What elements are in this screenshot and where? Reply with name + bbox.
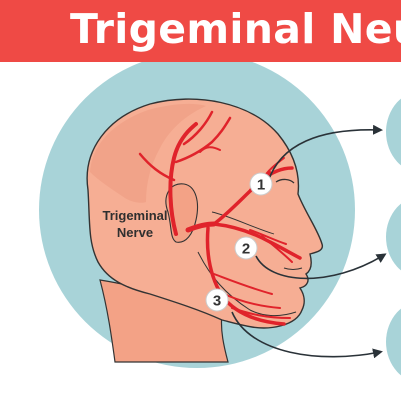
nerve-upper-twig-d: [199, 146, 221, 153]
cheek-line: [211, 211, 275, 235]
curved-arrow-icon: [267, 124, 383, 183]
branch-number: 1: [257, 177, 265, 194]
trigeminal-diagram: 1 2 3 Trigeminal Nerve: [0, 62, 401, 400]
nerve-trunk: [185, 221, 217, 233]
nerve-mandibular-twig-a: [213, 273, 273, 295]
nerve-upper-twig-a: [138, 152, 176, 182]
curved-arrow-icon: [255, 253, 387, 280]
info-cards: [386, 98, 401, 376]
nerve-label-line1: Trigeminal: [102, 208, 167, 223]
branch-number: 3: [213, 293, 221, 310]
info-card-3: [386, 308, 401, 376]
connector-arrows: [231, 124, 387, 359]
curved-arrow-icon: [231, 311, 383, 359]
branch-badge-1: 1: [249, 172, 273, 196]
nerve-maxillary-twig-b: [261, 235, 293, 263]
head-illustration: [86, 98, 324, 363]
hair-shade: [90, 103, 206, 203]
nerve-upper: [168, 122, 198, 236]
branch-badge-2: 2: [234, 236, 258, 260]
info-card-1: [386, 98, 401, 166]
branch-number: 2: [242, 241, 250, 258]
page-title: Trigeminal Neu: [70, 5, 401, 53]
eye: [275, 178, 295, 184]
title-banner: Trigeminal Neu: [0, 0, 401, 62]
nerve-upper-twig-b: [182, 110, 214, 146]
nerve-maxillary-twig-a: [249, 229, 287, 245]
nerve-mandibular-twig-c: [231, 307, 291, 319]
nerve-label-line2: Nerve: [117, 225, 153, 240]
mouth: [283, 267, 303, 271]
info-card-2: [386, 203, 401, 271]
branch-badge-3: 3: [205, 288, 229, 312]
jaw-line: [197, 251, 297, 317]
nerve-upper-twig-c: [174, 116, 232, 164]
